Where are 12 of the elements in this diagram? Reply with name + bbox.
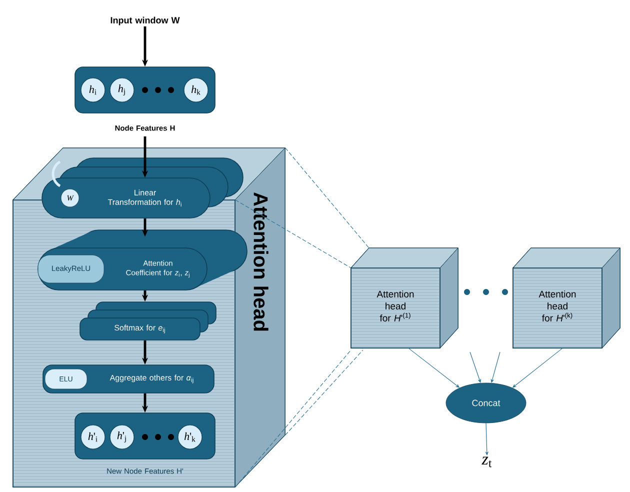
attention-head-cube: Attention head for H'$^{(k)}$ bbox=[512, 248, 620, 348]
projection-line bbox=[284, 350, 364, 436]
input-label: Input window W bbox=[110, 16, 180, 26]
attention-head-cube: Attention head for H'$^{(1)}$ bbox=[350, 248, 458, 348]
arrow bbox=[470, 352, 482, 383]
softmax-layer: Softmax for e$_{ij}$ bbox=[80, 302, 216, 340]
node-label: Softmax for e$_{ij}$ bbox=[114, 324, 165, 334]
output-symbol: z$_{t}$ bbox=[482, 456, 492, 468]
projection-line bbox=[234, 350, 352, 488]
projection-line bbox=[234, 200, 352, 268]
projection-line bbox=[284, 148, 370, 248]
arrow bbox=[490, 352, 500, 383]
